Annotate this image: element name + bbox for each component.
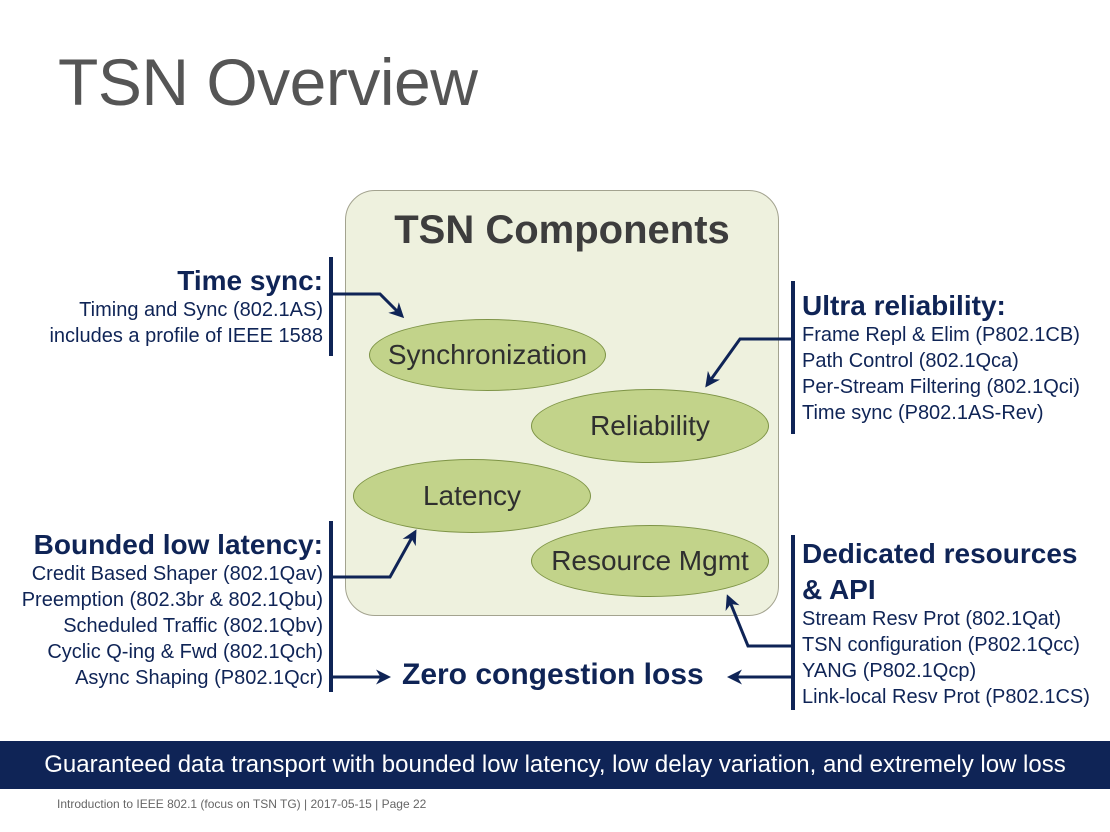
ultra-reliability-bar	[791, 281, 795, 434]
page-title: TSN Overview	[58, 45, 478, 119]
ultra-reliability-line: Per-Stream Filtering (802.1Qci)	[802, 376, 1080, 398]
time-sync-line: Timing and Sync (802.1AS)	[79, 299, 323, 321]
panel-title: TSN Components	[394, 208, 730, 252]
dedicated-resources-line: TSN configuration (P802.1Qcc)	[802, 634, 1080, 656]
bounded-latency-line: Async Shaping (P802.1Qcr)	[75, 667, 323, 689]
ultra-reliability-line: Path Control (802.1Qca)	[802, 350, 1019, 372]
zero-congestion-label: Zero congestion loss	[402, 658, 704, 691]
synchronization-label: Synchronization	[387, 339, 588, 370]
dedicated-resources-block: Dedicated resources & API Stream Resv Pr…	[802, 538, 1090, 710]
dedicated-resources-heading-api: & API	[802, 574, 876, 605]
ultra-reliability-heading: Ultra reliability:	[802, 290, 1006, 321]
bounded-latency-line: Cyclic Q-ing & Fwd (802.1Qch)	[47, 641, 323, 663]
time-sync-block: Time sync: Timing and Sync (802.1AS) inc…	[0, 265, 323, 349]
latency-arrow	[333, 529, 417, 579]
dedicated-resources-bar	[791, 535, 795, 710]
dedicated-resources-line: Link-local Resv Prot (P802.1CS)	[802, 686, 1090, 708]
ultra-reliability-block: Ultra reliability: Frame Repl & Elim (P8…	[802, 290, 1080, 426]
dedicated-resources-line: Stream Resv Prot (802.1Qat)	[802, 608, 1061, 630]
bounded-latency-line: Credit Based Shaper (802.1Qav)	[31, 563, 323, 585]
bounded-latency-block: Bounded low latency: Credit Based Shaper…	[0, 529, 323, 691]
resource-mgmt-ellipse: Resource Mgmt	[531, 525, 769, 597]
latency-label: Latency	[422, 480, 522, 511]
summary-banner: Guaranteed data transport with bounded l…	[0, 741, 1110, 789]
dedicated-resources-heading: Dedicated resources	[802, 538, 1078, 569]
footer-text: Introduction to IEEE 802.1 (focus on TSN…	[57, 797, 427, 811]
bounded-latency-line: Preemption (802.3br & 802.1Qbu)	[21, 589, 323, 611]
reliability-label: Reliability	[590, 410, 710, 441]
dedicated-resources-line: YANG (P802.1Qcp)	[802, 660, 977, 682]
time-sync-line: includes a profile of IEEE 1588	[49, 325, 323, 347]
bounded-latency-bar	[329, 521, 333, 692]
bounded-latency-heading: Bounded low latency:	[33, 529, 323, 560]
reliability-arrow	[705, 337, 791, 388]
time-sync-bar	[329, 257, 333, 356]
ultra-reliability-line: Time sync (P802.1AS-Rev)	[802, 402, 1044, 424]
bounded-latency-line: Scheduled Traffic (802.1Qbv)	[63, 615, 323, 637]
time-sync-arrow	[333, 292, 405, 319]
reliability-ellipse: Reliability	[531, 389, 769, 463]
resource-arrow	[725, 594, 791, 648]
synchronization-ellipse: Synchronization	[369, 319, 606, 391]
time-sync-heading: Time sync:	[177, 265, 323, 296]
latency-ellipse: Latency	[353, 459, 591, 533]
resource-mgmt-label: Resource Mgmt	[551, 545, 749, 576]
ultra-reliability-line: Frame Repl & Elim (P802.1CB)	[802, 324, 1080, 346]
